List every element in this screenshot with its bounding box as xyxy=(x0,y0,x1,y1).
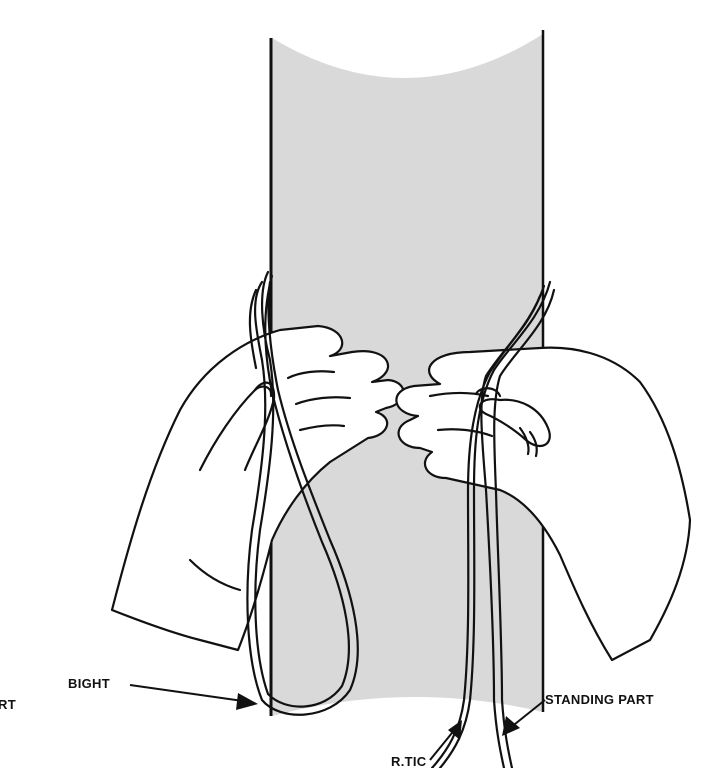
bight-label: BIGHT xyxy=(68,676,110,691)
partial-bottom-label: R.TIC xyxy=(391,754,426,769)
standing-part-label: STANDING PART xyxy=(545,692,654,707)
bight-arrow xyxy=(130,685,258,710)
partial-left-label: RT xyxy=(0,697,16,712)
